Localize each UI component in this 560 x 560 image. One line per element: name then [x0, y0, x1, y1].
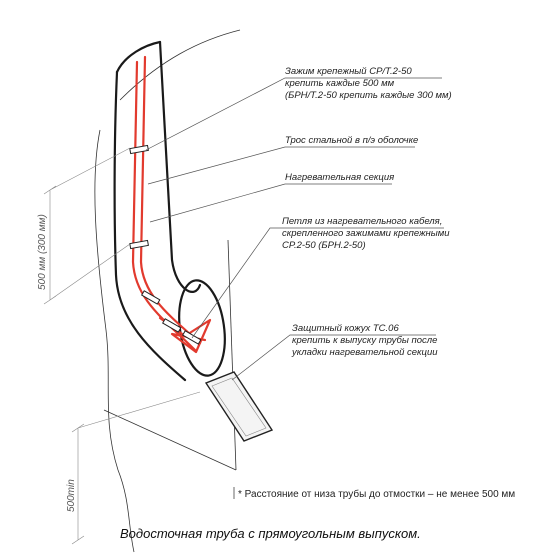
label-clamp-alt: (БРН/Т.2-50 крепить каждые 300 мм) [285, 90, 452, 101]
dimension-min-height: 500min [66, 479, 77, 512]
wall-outline [94, 129, 135, 553]
clamp-1 [129, 144, 149, 155]
leader-casing [231, 334, 436, 381]
clamp-3 [141, 290, 161, 305]
label-casing-3: укладки нагревательной секции [291, 347, 438, 358]
label-loop-1: Петля из нагревательного кабеля, [282, 216, 442, 227]
downpipe-right-wall [158, 40, 202, 293]
dimension-line-clamp-spacing [43, 147, 131, 305]
label-loop-2: скрепленного зажимами крепежными [282, 228, 450, 239]
downpipe-top [115, 40, 162, 74]
label-clamp-interval: крепить каждые 500 мм [285, 78, 395, 89]
leader-loop [191, 227, 444, 339]
leader-steel-cable [147, 146, 415, 185]
label-heating-section: Нагревательная секция [285, 172, 394, 183]
label-steel-cable: Трос стальной в п/э оболочке [285, 135, 418, 146]
dimension-clamp-spacing: 500 мм (300 мм) [37, 214, 48, 290]
heating-cable-loop [158, 316, 212, 354]
dimension-line-min-height [71, 391, 201, 545]
label-casing-1: Защитный кожух TC.06 [292, 323, 399, 334]
downpipe-left-wall [113, 70, 187, 382]
wall-top-line [119, 29, 241, 101]
wall-base-line [103, 409, 237, 471]
clamp-4 [162, 318, 182, 333]
label-casing-2: крепить к выпуску трубы после [292, 335, 437, 346]
pipe-outlet [178, 279, 226, 377]
heating-cable-a [131, 60, 197, 352]
wall-edge-right [227, 239, 237, 471]
clamp-2 [129, 239, 149, 250]
label-clamp: Зажим крепежный CP/T.2-50 [285, 66, 412, 77]
footnote: * Расстояние от низа трубы до отмостки –… [238, 488, 515, 500]
protective-casing [204, 371, 274, 442]
leader-clamp [145, 77, 442, 151]
leader-heating-section [149, 183, 392, 223]
caption: Водосточная труба с прямоугольным выпуск… [120, 526, 421, 541]
clamp-5 [182, 330, 202, 345]
label-loop-3: CP.2-50 (БРН.2-50) [282, 240, 366, 251]
